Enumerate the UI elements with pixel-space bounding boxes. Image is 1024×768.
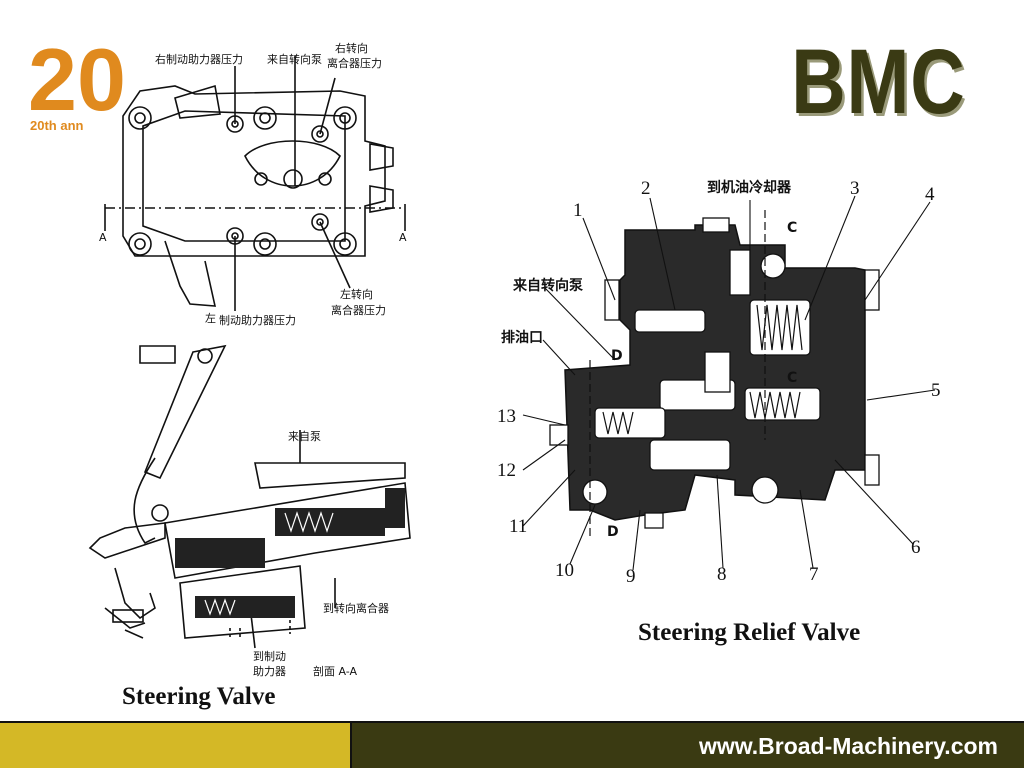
callout-9: 9 bbox=[626, 566, 636, 587]
callout-8: 8 bbox=[717, 564, 727, 585]
label-right-brake-pressure: 右制动助力器压力 bbox=[155, 52, 243, 66]
label-from-steering-pump: 来自转向泵 bbox=[267, 52, 322, 66]
callout-12: 12 bbox=[497, 460, 516, 481]
label-from-steering-pump: 来自转向泵 bbox=[512, 277, 583, 294]
logo-number: 20 bbox=[28, 30, 126, 129]
caption-steering-valve: Steering Valve bbox=[122, 683, 276, 710]
section-mark-d-top: D bbox=[611, 348, 623, 364]
steering-valve-top-view: 右制动助力器压力 来自转向泵 右转向 离合器压力 左转向 离合器压力 左 制动助… bbox=[95, 36, 425, 336]
steering-relief-valve-diagram: 1 2 3 4 5 6 7 8 9 10 11 12 13 到机油冷却器 来自转… bbox=[495, 170, 955, 590]
brand-title: BMC bbox=[791, 31, 966, 133]
label-right-clutch-2: 离合器压力 bbox=[327, 56, 382, 70]
logo-caption: 20th ann bbox=[30, 118, 84, 133]
footer-dark-block: www.Broad-Machinery.com bbox=[350, 721, 1024, 768]
label-from-pump: 来自泵 bbox=[288, 430, 321, 443]
label-to-oil-cooler: 到机油冷却器 bbox=[707, 179, 792, 196]
label-right-clutch-1: 右转向 bbox=[335, 41, 368, 55]
footer-yellow-block bbox=[0, 721, 350, 768]
label-left-clutch-2: 离合器压力 bbox=[331, 303, 386, 317]
label-left-brake-pressure: 制动助力器压力 bbox=[219, 313, 296, 327]
label-section-a-a: 剖面 A-A bbox=[313, 664, 358, 678]
callout-1: 1 bbox=[573, 200, 583, 221]
section-mark-c-bottom: C bbox=[787, 370, 797, 386]
section-mark-left: A bbox=[99, 231, 107, 244]
caption-steering-relief-valve: Steering Relief Valve bbox=[638, 619, 861, 646]
section-mark-d-bottom: D bbox=[607, 524, 619, 540]
callout-4: 4 bbox=[925, 184, 935, 205]
callout-6: 6 bbox=[911, 537, 921, 558]
callout-2: 2 bbox=[641, 178, 651, 199]
callout-10: 10 bbox=[555, 560, 574, 581]
callout-7: 7 bbox=[809, 564, 819, 585]
label-left-clutch-1: 左转向 bbox=[340, 287, 373, 301]
callout-11: 11 bbox=[509, 516, 527, 537]
section-mark-right: A bbox=[399, 231, 407, 244]
label-to-clutch: 到转向离合器 bbox=[323, 601, 389, 615]
callout-13: 13 bbox=[497, 406, 516, 427]
label-to-brake-1: 到制动 bbox=[253, 650, 286, 663]
steering-valve-section-view: 来自泵 到转向离合器 到制动 助力器 剖面 A-A bbox=[85, 338, 425, 683]
callout-5: 5 bbox=[931, 380, 941, 401]
label-left-a: 左 bbox=[205, 312, 216, 325]
footer-bar: www.Broad-Machinery.com bbox=[0, 721, 1024, 768]
section-mark-c-top: C bbox=[787, 220, 797, 236]
footer-website-link[interactable]: www.Broad-Machinery.com bbox=[698, 733, 998, 759]
company-logo: 20 20th ann bbox=[26, 30, 136, 134]
label-drain-port: 排油口 bbox=[501, 329, 543, 346]
callout-3: 3 bbox=[850, 178, 860, 199]
label-to-brake-2: 助力器 bbox=[253, 664, 286, 678]
